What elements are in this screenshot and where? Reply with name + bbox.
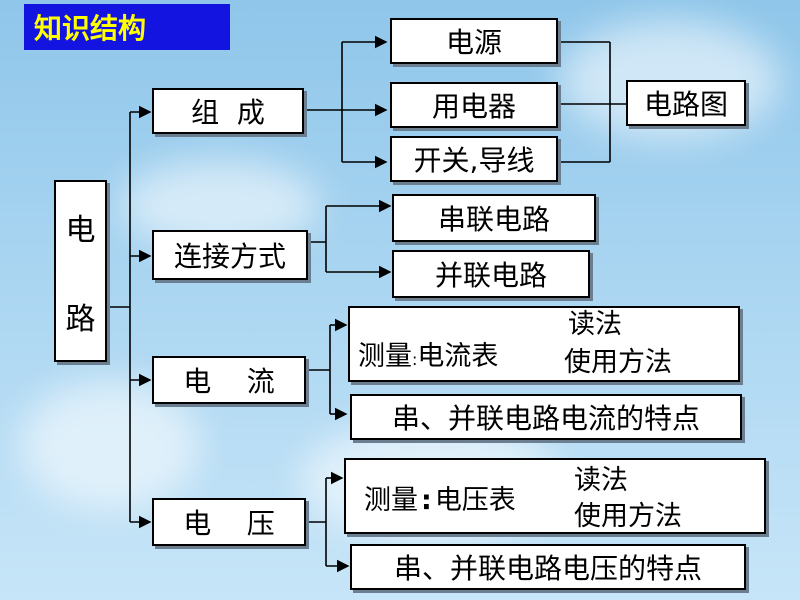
node-voltage-features: 串、并联电路电压的特点 — [350, 544, 746, 590]
node-current: 电 流 — [152, 356, 306, 404]
node-composition: 组 成 — [152, 88, 304, 134]
current-usage-label: 使用方法 — [564, 347, 672, 378]
current-measure-prefix: 测量 — [358, 341, 412, 372]
node-current-measure — [348, 306, 740, 382]
voltage-measure-label: 测量:电压表 — [364, 478, 516, 517]
node-power-source: 电源 — [390, 18, 558, 64]
node-appliance: 用电器 — [390, 82, 558, 128]
node-connection: 连接方式 — [152, 230, 308, 280]
node-switch-wire: 开关,导线 — [390, 136, 558, 182]
node-circuit-diagram: 电路图 — [626, 80, 746, 126]
node-current-features: 串、并联电路电流的特点 — [350, 394, 742, 440]
current-measure-label: 测量:电流表 — [358, 334, 498, 373]
root-char-1: 电 — [65, 212, 96, 248]
root-node-circuit: 电 路 — [54, 180, 107, 362]
node-voltage-measure — [344, 458, 766, 534]
voltmeter-label: 电压表 — [434, 485, 516, 516]
current-reading-label: 读法 — [568, 309, 622, 340]
ammeter-label: 电流表 — [417, 341, 499, 372]
voltage-reading-label: 读法 — [574, 465, 628, 496]
node-series-circuit: 串联电路 — [392, 194, 596, 242]
root-char-2: 路 — [65, 301, 96, 337]
node-parallel-circuit: 并联电路 — [392, 250, 590, 298]
slide-title: 知识结构 — [24, 4, 230, 50]
node-voltage: 电 压 — [152, 498, 306, 546]
voltage-usage-label: 使用方法 — [574, 501, 682, 532]
current-measure-colon: : — [412, 350, 418, 369]
voltage-measure-colon: : — [421, 485, 432, 516]
voltage-measure-prefix: 测量 — [364, 485, 418, 516]
